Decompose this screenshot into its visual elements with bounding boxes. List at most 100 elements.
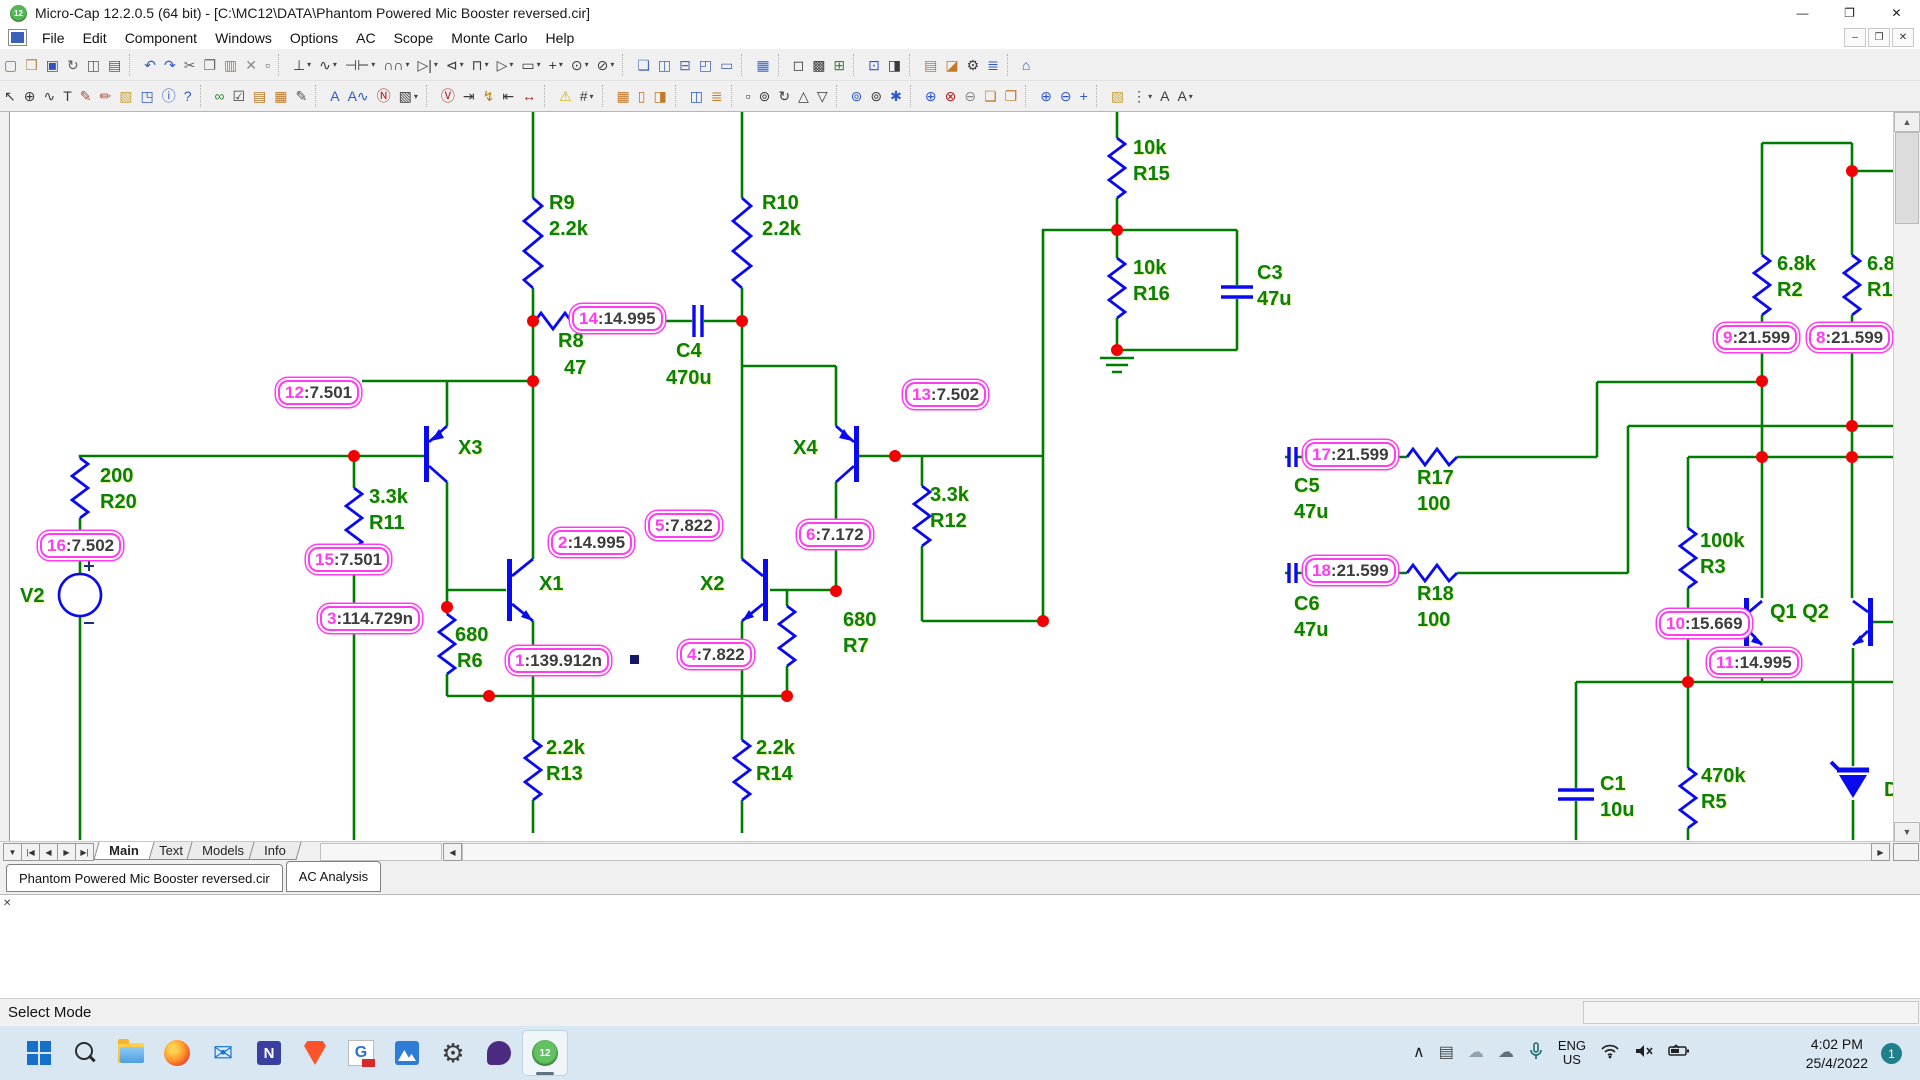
brave-browser[interactable] [292, 1030, 338, 1076]
diagonal-wire-mode-button[interactable]: ✏ [96, 83, 116, 110]
pdf-reader[interactable]: G [338, 1030, 384, 1076]
node-voltage-label[interactable]: 5:7.822 [648, 513, 720, 538]
onedrive[interactable]: ☁ [1498, 1045, 1514, 1061]
inductor-button[interactable]: ∩∩▾ [379, 51, 413, 78]
node-voltage-label[interactable]: 6:7.172 [799, 522, 871, 547]
pulse-source-button[interactable]: ⊓▾ [468, 51, 493, 78]
sheet-tab-info[interactable]: Info [248, 842, 302, 860]
prev-sheet-button[interactable]: ◀ [39, 843, 58, 861]
vertical-scroll-thumb[interactable] [1895, 132, 1919, 224]
resistor-button[interactable]: ∿▾ [315, 51, 341, 78]
notification-badge[interactable]: 1 [1881, 1043, 1902, 1064]
current-arrows-button[interactable]: ⇥ [459, 83, 479, 110]
copy-to-clip-button[interactable]: ❏ [980, 83, 1001, 110]
horizontal-scrollbar[interactable] [462, 843, 1872, 861]
first-sheet-button[interactable]: |◀ [21, 843, 40, 861]
print-preview-button[interactable]: ◫ [83, 51, 104, 78]
document-tab-1[interactable]: Phantom Powered Mic Booster reversed.cir [6, 864, 283, 892]
sheet-list-button[interactable]: ▼ [3, 843, 22, 861]
maximize-window-button[interactable]: ▭ [716, 51, 737, 78]
repeat-find-button[interactable]: ✱ [886, 83, 906, 110]
diode-button[interactable]: ▷|▾ [413, 51, 441, 78]
file-list-button[interactable]: ▤ [249, 83, 270, 110]
hscroll-left-button[interactable]: ◀ [443, 843, 462, 861]
flag-check-button[interactable]: ☑ [228, 83, 249, 110]
rotate-button[interactable]: ↻ [774, 83, 794, 110]
redo-button[interactable]: ↷ [160, 51, 180, 78]
last-sheet-button[interactable]: ▶| [75, 843, 94, 861]
menu-monte-carlo[interactable]: Monte Carlo [451, 29, 528, 46]
attribute-text-button[interactable]: A [326, 83, 343, 110]
capacitor-button[interactable]: ⊣⊢▾ [341, 51, 379, 78]
photos[interactable] [384, 1030, 430, 1076]
tray-window[interactable]: ▤ [1439, 1045, 1454, 1061]
menu-scope[interactable]: Scope [393, 29, 434, 46]
tools-button[interactable]: ⚙ [963, 51, 984, 78]
macro-button[interactable]: ▭▾ [517, 51, 544, 78]
title-block-button[interactable]: ▯ [634, 83, 650, 110]
zoom-in-button[interactable]: ⊕ [1036, 83, 1056, 110]
split-text-button[interactable]: ◪ [941, 51, 962, 78]
search-button[interactable] [62, 1030, 108, 1076]
node-voltage-label[interactable]: 10:15.669 [1659, 611, 1750, 636]
onenote[interactable]: N [246, 1030, 292, 1076]
next-sheet-button[interactable]: ▶ [57, 843, 76, 861]
node-voltage-label[interactable]: 11:14.995 [1709, 650, 1799, 675]
child-close-button[interactable]: ✕ [1892, 28, 1914, 47]
node-voltage-label[interactable]: 2:14.995 [551, 530, 633, 555]
window-tabs-button[interactable]: ▤ [920, 51, 941, 78]
panel-close-icon[interactable]: ✕ [3, 898, 12, 909]
menu-windows[interactable]: Windows [215, 29, 272, 46]
child-minimize-button[interactable]: – [1844, 28, 1866, 47]
select-mode-button[interactable]: ↖ [0, 83, 20, 110]
edit-notes-button[interactable]: ✎ [292, 83, 312, 110]
node-voltage-label[interactable]: 9:21.599 [1716, 325, 1798, 350]
mail[interactable]: ✉ [200, 1030, 246, 1076]
home-view-button[interactable]: ⌂ [1018, 51, 1034, 78]
sheet-tab-main[interactable]: Main [93, 842, 155, 860]
wire-mode-button[interactable]: ∿ [39, 83, 59, 110]
sheet-box-button[interactable]: ◨ [649, 83, 670, 110]
microphone-in-use[interactable] [1528, 1042, 1544, 1064]
region-select-mode-button[interactable]: ◳ [136, 83, 157, 110]
voltage-source-button[interactable]: ⊙▾ [567, 51, 593, 78]
new-file-button[interactable]: ▢ [0, 51, 21, 78]
document-tab-2[interactable]: AC Analysis [285, 861, 382, 892]
current-source-button[interactable]: ⊘▾ [593, 51, 619, 78]
copy-button[interactable]: ❐ [199, 51, 220, 78]
tray-expand[interactable]: ∧ [1413, 1045, 1425, 1061]
select-area-button[interactable]: ▫ [742, 83, 755, 110]
scroll-down-button[interactable]: ▼ [1894, 822, 1920, 842]
menu-edit[interactable]: Edit [82, 29, 107, 46]
plus-part-button[interactable]: +▾ [545, 51, 567, 78]
tile-vertical-button[interactable]: ◫ [654, 51, 675, 78]
properties-button[interactable]: ≣ [707, 83, 727, 110]
picture-mode-button[interactable]: ▧ [115, 83, 136, 110]
cut-button[interactable]: ✂ [180, 51, 200, 78]
menu-options[interactable]: Options [289, 29, 339, 46]
condition-arrows-button[interactable]: ⇤ [498, 83, 518, 110]
animate-run-button[interactable]: ◨ [884, 51, 905, 78]
info-mode-button[interactable]: ⓘ [158, 83, 180, 110]
node-voltage-label[interactable]: 18:21.599 [1305, 558, 1396, 583]
add-part-button[interactable]: ⊕ [921, 83, 941, 110]
line-mode-button[interactable]: ✎ [76, 83, 96, 110]
media-app[interactable] [476, 1030, 522, 1076]
node-voltage-label[interactable]: 12:7.501 [278, 380, 360, 405]
node-voltage-label[interactable]: 16:7.502 [40, 533, 122, 558]
undo-button[interactable]: ↶ [140, 51, 160, 78]
battery-status[interactable] [1668, 1044, 1690, 1062]
mirror-box-button[interactable]: ⊚ [755, 83, 775, 110]
node-voltage-label[interactable]: 14:14.995 [572, 306, 663, 331]
flip-x-button[interactable]: ▽ [813, 83, 832, 110]
tile-horizontal-button[interactable]: ⊟ [675, 51, 695, 78]
close-button[interactable]: ✕ [1891, 6, 1902, 20]
remove-part-button[interactable]: ⊖ [960, 83, 980, 110]
node-voltage-label[interactable]: 3:114.729n [320, 606, 421, 631]
zoom-out-button[interactable]: ⊖ [1056, 83, 1076, 110]
node-voltage-label[interactable]: 1:139.912n [508, 648, 609, 673]
checklist-button[interactable]: ≣ [983, 51, 1003, 78]
file-explorer[interactable] [108, 1030, 154, 1076]
child-restore-button[interactable]: ❐ [1868, 28, 1890, 47]
